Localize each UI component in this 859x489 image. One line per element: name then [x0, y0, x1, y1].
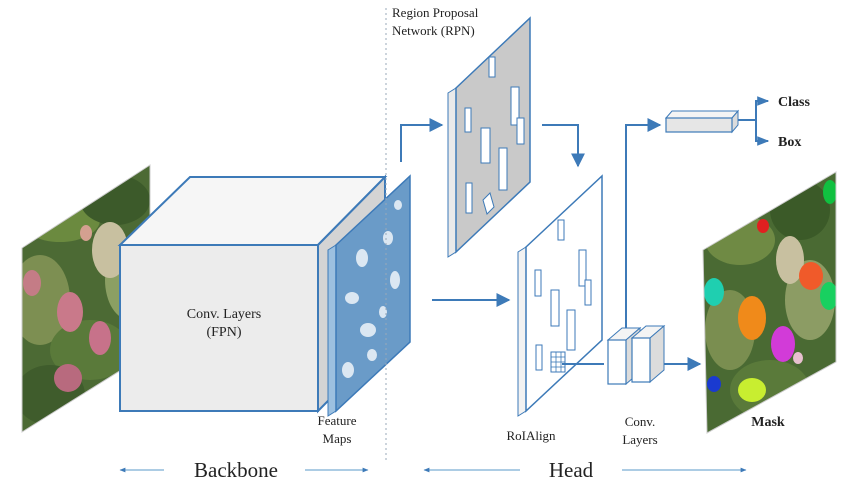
arrow-rpn-to-roialign: [542, 124, 585, 168]
backbone-label: Backbone: [194, 458, 278, 482]
rpn-panel: [447, 16, 531, 258]
box-label: Box: [778, 135, 801, 150]
roialign-panel-edge: [517, 246, 527, 417]
output-image: [703, 172, 836, 433]
roialign-panel: [517, 174, 603, 417]
head-label: Head: [549, 458, 594, 482]
feature-maps-label-2: Maps: [323, 431, 352, 446]
rpn-label-1: Region Proposal: [392, 5, 479, 20]
class-label: Class: [778, 95, 810, 110]
roialign-label: RoIAlign: [506, 428, 556, 443]
arrow-to-box: [755, 120, 770, 146]
cube-front-face: [119, 244, 319, 412]
conv-layers-label-1: Conv. Layers: [187, 307, 262, 322]
feature-maps-edge: [327, 244, 337, 417]
conv-layers-label-2: (FPN): [206, 325, 241, 340]
rpn-panel-edge: [447, 87, 457, 258]
mask-label: Mask: [751, 415, 785, 430]
arrow-features-to-rpn: [400, 118, 444, 162]
head-conv-label-1: Conv.: [625, 414, 656, 429]
feature-maps-label-1: Feature: [318, 413, 357, 428]
arrow-to-class: [755, 96, 770, 120]
roialign-panel-face: [525, 174, 603, 413]
rpn-label-2: Network (RPN): [392, 23, 475, 38]
arrow-conv-to-fc: [625, 118, 662, 328]
head-conv-label-2: Layers: [622, 432, 657, 447]
head-conv-box-2: [630, 324, 666, 384]
connectors: [400, 96, 770, 371]
fc-layer: [664, 109, 740, 134]
output-image-frame: [702, 171, 837, 434]
feature-maps: [327, 174, 411, 417]
rpn-panel-face: [455, 16, 531, 254]
